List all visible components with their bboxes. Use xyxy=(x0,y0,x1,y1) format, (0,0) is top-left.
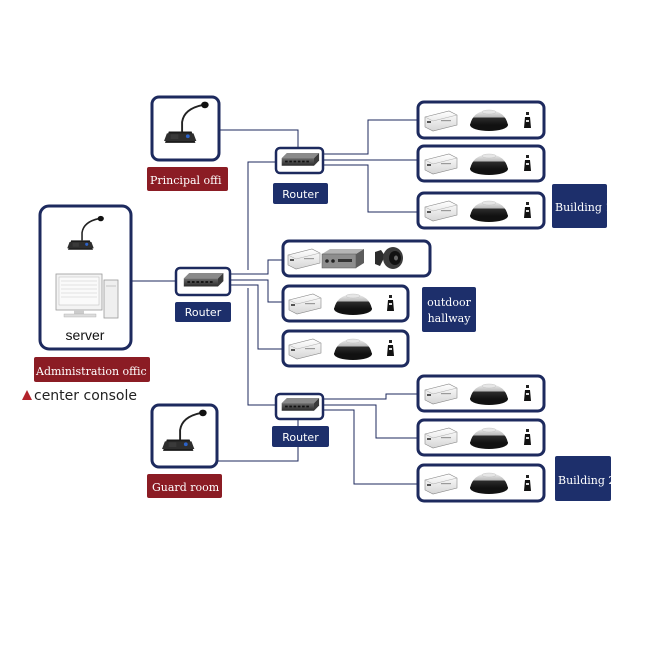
building2-row-1 xyxy=(416,374,546,413)
server-node: server xyxy=(38,204,133,351)
guard-room-node: Guard room xyxy=(147,403,222,498)
router-bottom-label: Router xyxy=(282,431,319,444)
administration-office-text: Administration offic xyxy=(35,365,147,378)
horn-speaker-icon xyxy=(375,247,403,269)
building1-label: Building 1 xyxy=(552,184,612,228)
building2-row-2 xyxy=(416,418,546,457)
outdoor-hallway-row xyxy=(281,284,410,323)
building1-row-2 xyxy=(416,144,546,183)
router-middle: Router xyxy=(174,266,232,322)
building1-row-3 xyxy=(416,191,546,230)
triangle-icon xyxy=(22,390,32,400)
center-console-caption: center console xyxy=(22,388,137,404)
desktop-computer-icon xyxy=(55,273,119,319)
building2-label: Building 2 xyxy=(555,456,615,501)
guard-room-text: Guard room xyxy=(152,481,220,494)
guard-room-label xyxy=(147,474,222,498)
network-switch-icon xyxy=(281,153,320,166)
outdoor-hallway-label: outdoor hallway xyxy=(422,287,476,332)
building2-row-3 xyxy=(416,463,546,503)
connection-wires xyxy=(131,119,418,485)
principal-office-text: Principal offi xyxy=(150,174,222,187)
building2-text: Building 2 xyxy=(558,474,615,487)
building1-row-1 xyxy=(416,100,546,140)
outdoor-label-line1: outdoor xyxy=(427,296,471,309)
server-label: server xyxy=(66,327,105,343)
router-top-label: Router xyxy=(282,188,319,201)
center-console-text: center console xyxy=(34,388,137,404)
building1-text: Building 1 xyxy=(555,201,612,214)
router-top: Router xyxy=(273,146,328,204)
router-middle-label: Router xyxy=(185,306,222,319)
network-switch-icon xyxy=(183,273,224,287)
amplifier-icon xyxy=(321,249,364,269)
network-switch-icon xyxy=(281,398,320,411)
outdoor-label-line2: hallway xyxy=(428,312,472,325)
principal-office-label xyxy=(147,167,228,191)
administration-office-label: Administration offic xyxy=(34,357,150,382)
principal-office-node: Principal offi xyxy=(147,95,228,191)
broadcast-amplifier-row xyxy=(281,239,432,278)
middle-terminal-row xyxy=(281,329,410,368)
router-bottom: Router xyxy=(272,392,329,447)
